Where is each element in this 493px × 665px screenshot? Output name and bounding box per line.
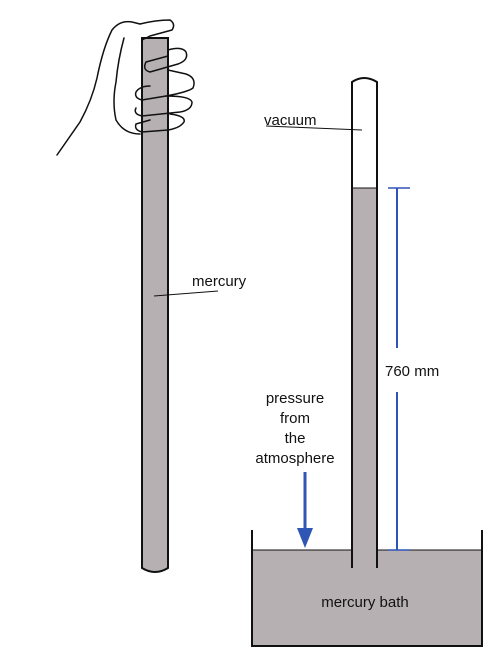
pressure-label-line-3: the [285,430,306,447]
vacuum-leader-line [265,125,363,131]
height-label: 760 mm [385,363,439,380]
left-tube-group: mercury [141,37,247,573]
mercury-bath-label: mercury bath [321,594,409,611]
hand-finger-3 [134,95,193,117]
bath-group: mercury bath [251,530,483,647]
hand-finger-1 [143,47,188,73]
mercury-leader-line [153,290,219,297]
pressure-label-line-1: pressure [266,390,324,407]
height-dimension: 760 mm [385,187,439,551]
hand-wrist [113,37,141,135]
mercury-column [352,188,377,568]
pressure-label-line-2: from [280,410,310,427]
vacuum-label: vacuum [264,112,317,129]
barometer-tube-group: vacuum [264,77,378,568]
hand-icon [56,19,195,156]
hand-finger-4 [134,113,185,133]
pressure-arrow-head [297,528,313,548]
barometer-tube [351,77,378,568]
bath-container [251,530,483,647]
pressure-group: pressure from the atmosphere [255,390,335,548]
left-mercury-tube [141,37,169,573]
pressure-label-line-4: atmosphere [255,450,334,467]
hand-outline [56,20,141,156]
mercury-label: mercury [192,273,247,290]
hand-thumb [139,19,175,41]
